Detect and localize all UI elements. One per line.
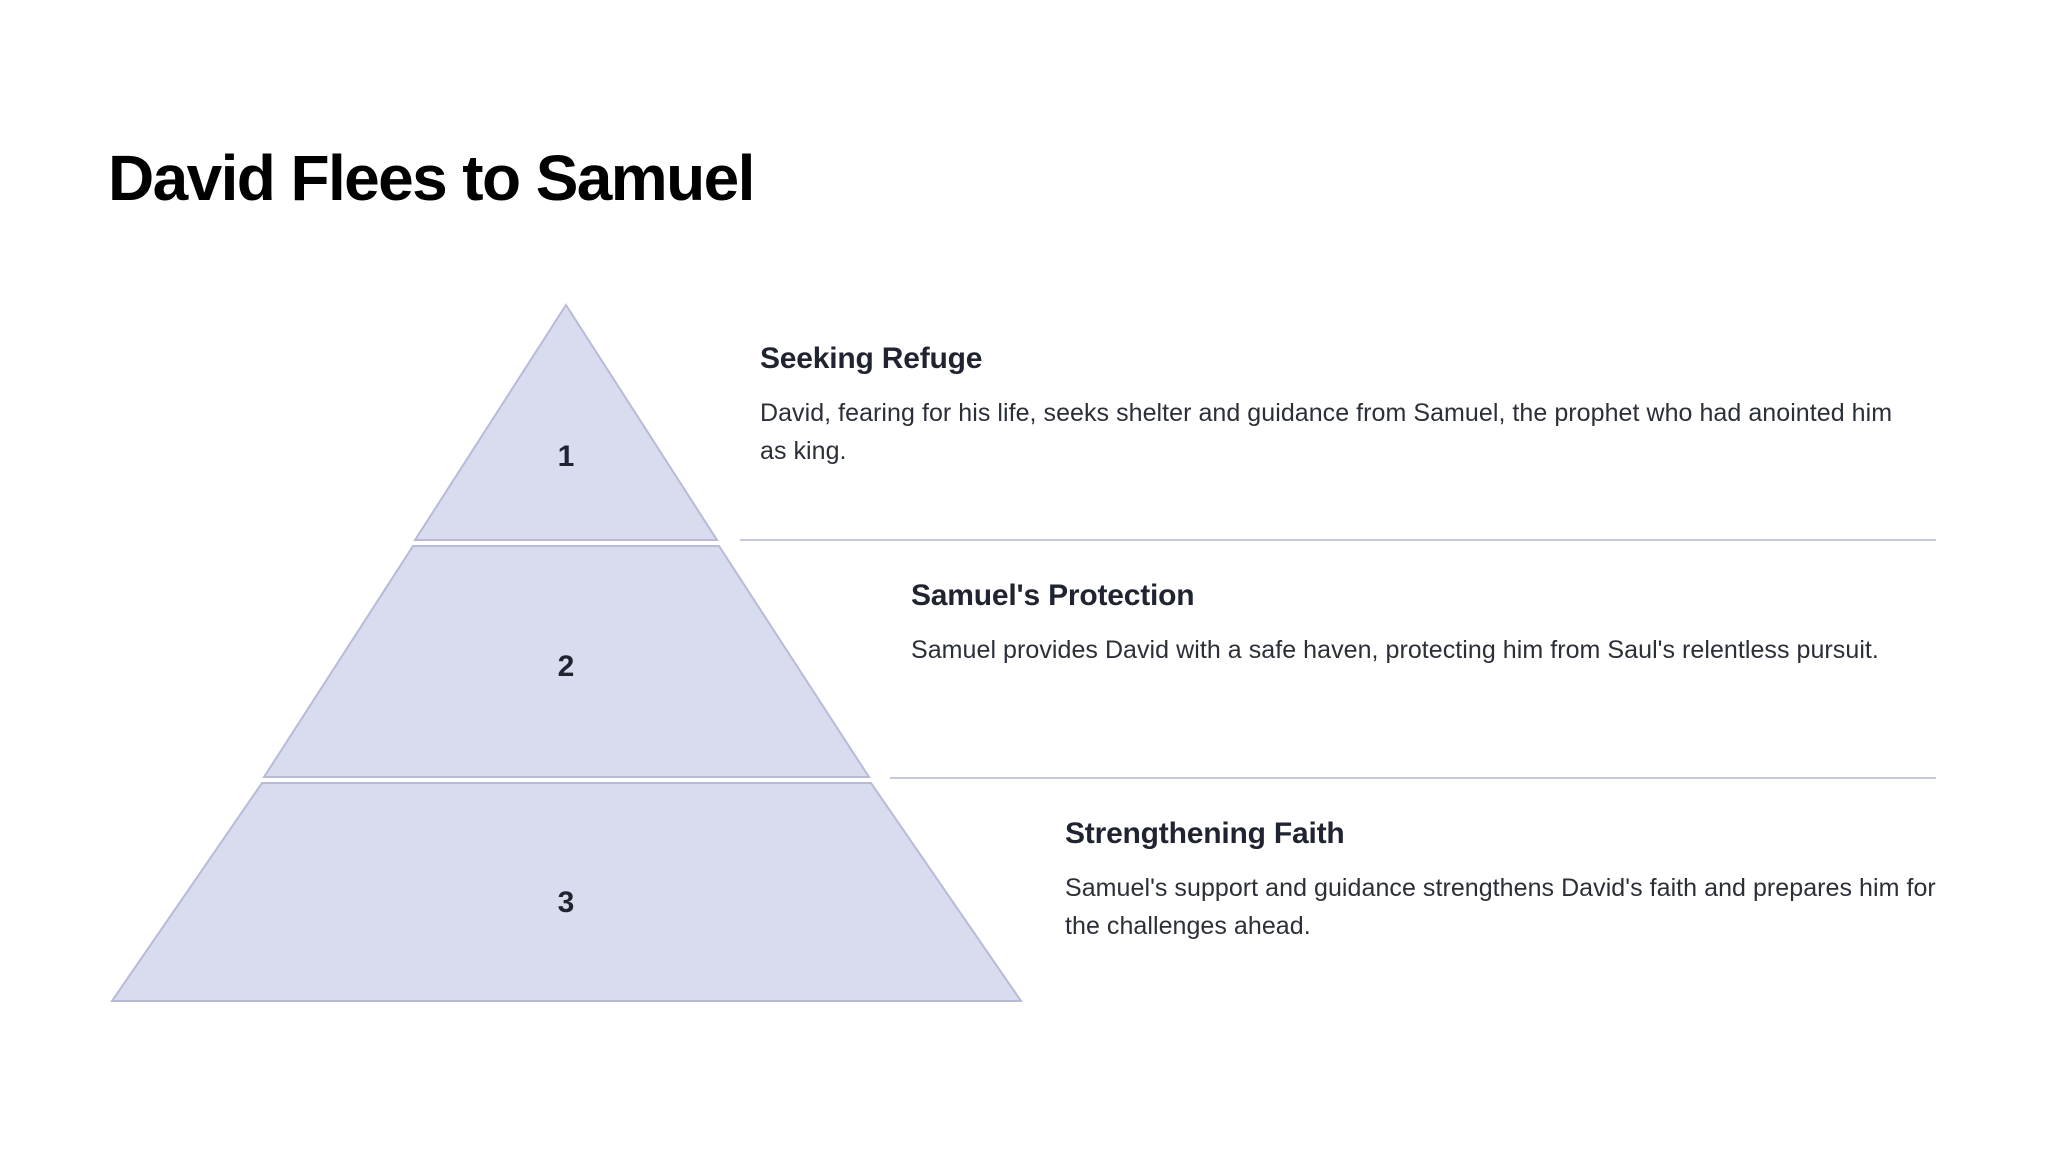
content-block-2: Samuel's Protection Samuel provides Davi… [911, 577, 1911, 669]
pyramid-level-3-shape[interactable] [110, 782, 1023, 1002]
pyramid-level-1-shape[interactable] [413, 303, 719, 541]
pyramid-level-1-number: 1 [558, 440, 575, 473]
block-2-body: Samuel provides David with a safe haven,… [911, 635, 1879, 664]
block-1-heading: Seeking Refuge [760, 342, 983, 375]
pyramid-level-2-shape[interactable] [262, 545, 871, 778]
pyramid-level-3-number: 3 [558, 886, 575, 919]
block-3-body: Samuel's support and guidance strengthen… [1065, 873, 1936, 940]
content-block-3: Strengthening Faith Samuel's support and… [1065, 815, 1955, 945]
divider-after-block-1 [740, 539, 1936, 541]
pyramid-level-3[interactable]: 3 [110, 782, 1023, 1002]
block-1-body: David, fearing for his life, seeks shelt… [760, 398, 1893, 465]
pyramid-level-1[interactable]: 1 [413, 303, 719, 541]
page-title: David Flees to Samuel [108, 142, 755, 214]
content-block-1: Seeking Refuge David, fearing for his li… [760, 340, 1895, 470]
block-3-heading: Strengthening Faith [1065, 817, 1345, 850]
block-2-heading: Samuel's Protection [911, 579, 1195, 612]
pyramid-level-2[interactable]: 2 [262, 545, 871, 778]
divider-after-block-2 [890, 777, 1936, 779]
pyramid-level-2-number: 2 [558, 650, 575, 683]
